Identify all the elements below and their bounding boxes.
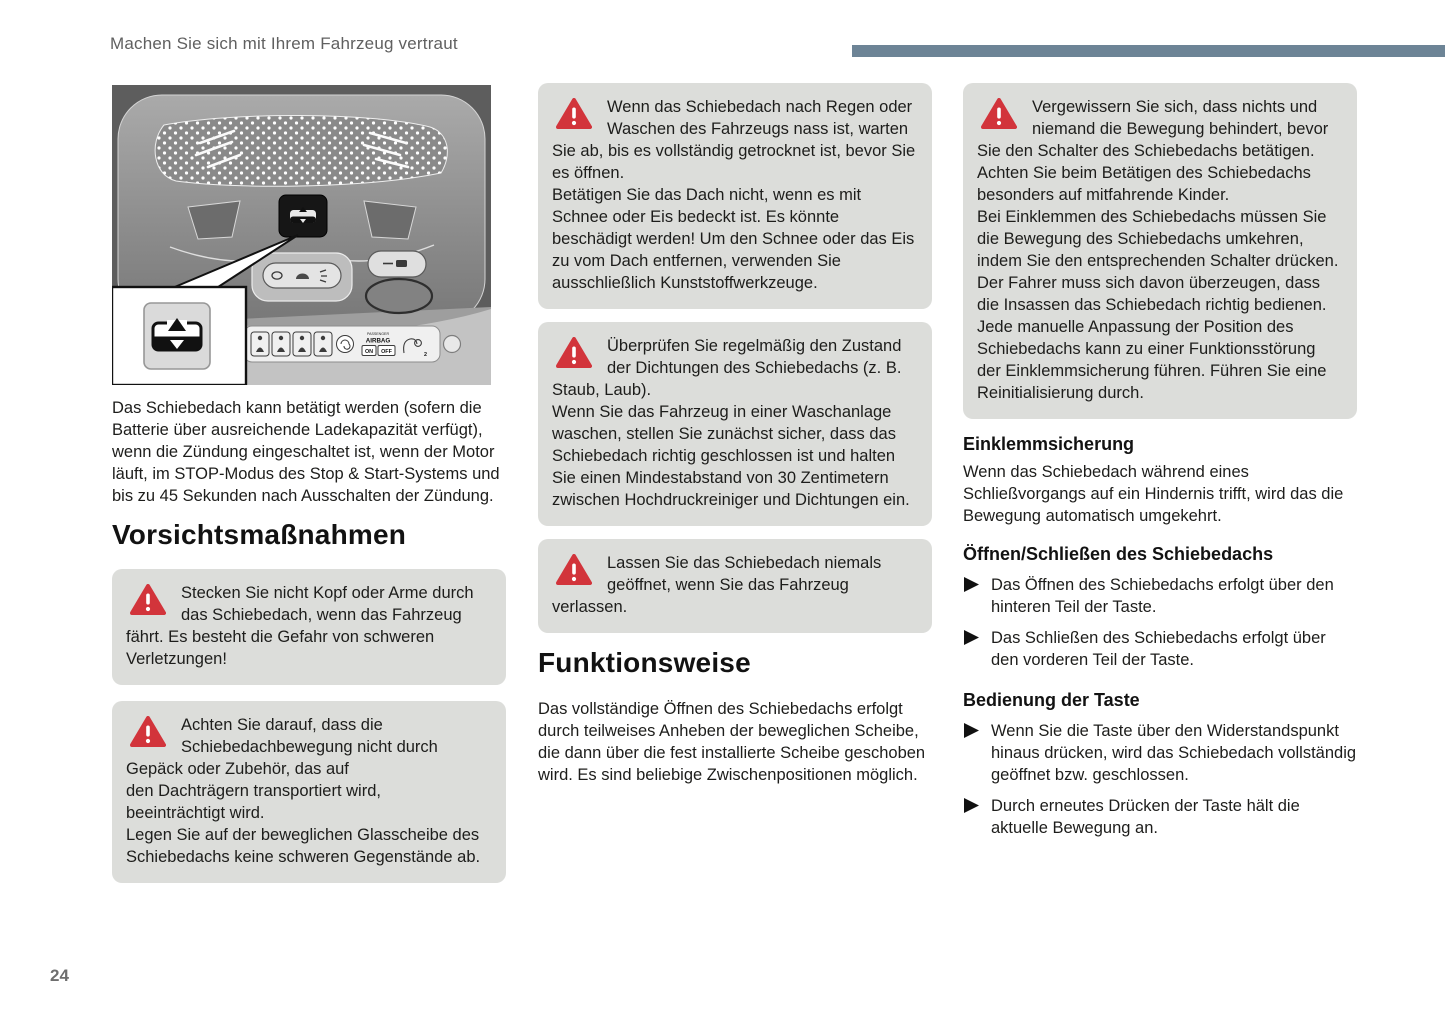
column-right: Vergewissern Sie sich, dass nichts und n… <box>963 83 1357 839</box>
overhead-console-illustration: PASSENGER AIRBAG ON OFF 2 <box>110 85 491 387</box>
running-head: Machen Sie sich mit Ihrem Fahrzeug vertr… <box>110 34 458 53</box>
button-operation-heading: Bedienung der Taste <box>963 690 1140 710</box>
passenger-label: PASSENGER <box>367 332 390 336</box>
left-recess <box>187 200 241 240</box>
strip-knob <box>442 334 462 354</box>
lens-oval <box>364 277 434 315</box>
sunroof-switch <box>278 194 328 238</box>
warning-box: Stecken Sie nicht Kopf oder Arme durch d… <box>112 569 506 685</box>
warning-triangle-icon <box>981 98 1017 129</box>
off-label: OFF <box>381 349 392 355</box>
open-close-heading: Öffnen/Schließen des Schiebedachs <box>963 544 1274 564</box>
warning-box: Achten Sie darauf, dass die Schiebedachb… <box>112 701 506 883</box>
warning-text: Wenn das Schiebedach nach Regen oder Was… <box>552 98 916 292</box>
grille-highlights <box>194 129 410 169</box>
warning-box: Vergewissern Sie sich, dass nichts und n… <box>963 83 1357 419</box>
bullet-arrow-icon <box>963 627 991 671</box>
speaker-grille <box>154 114 448 187</box>
bullet-item: Das Schließen des Schiebedachs erfolgt ü… <box>963 627 1357 671</box>
bullet-arrow-icon <box>963 720 991 786</box>
bullet-text: Das Öffnen des Schiebedachs erfolgt über… <box>991 576 1334 616</box>
warning-triangle-icon <box>556 98 592 129</box>
warning-box: Lassen Sie das Schiebedach niemals geöff… <box>538 539 932 633</box>
svg-text:2: 2 <box>424 352 427 358</box>
passenger-airbag-switch: PASSENGER AIRBAG ON OFF <box>361 332 396 356</box>
bullet-item: Wenn Sie die Taste über den Widerstandsp… <box>963 720 1357 786</box>
airbag-label: AIRBAG <box>366 338 391 345</box>
warning-text: Vergewissern Sie sich, dass nichts und n… <box>977 98 1339 402</box>
bullet-arrow-icon <box>963 574 991 618</box>
anti-pinch-heading: Einklemmsicherung <box>963 434 1135 454</box>
left-intro-paragraph: Das Schiebedach kann betätigt werden (so… <box>112 399 500 505</box>
bullet-item: Durch erneutes Drücken der Taste hält di… <box>963 795 1357 839</box>
bullet-item: Das Öffnen des Schiebedachs erfolgt über… <box>963 574 1357 618</box>
reading-light-button <box>367 250 427 278</box>
key-indicator-icon <box>336 335 354 353</box>
column-left: PASSENGER AIRBAG ON OFF 2 <box>110 85 506 883</box>
indicator-strip: PASSENGER AIRBAG ON OFF 2 <box>243 325 462 363</box>
warning-triangle-icon <box>556 337 592 368</box>
bullet-text: Das Schließen des Schiebedachs erfolgt ü… <box>991 629 1326 669</box>
callout-inset <box>110 285 248 387</box>
airbag-side-icon: 2 <box>403 338 427 358</box>
warning-triangle-icon <box>130 584 166 615</box>
light-symbols <box>271 269 327 283</box>
warning-box: Wenn das Schiebedach nach Regen oder Was… <box>538 83 932 309</box>
warning-text: Lassen Sie das Schiebedach niemals geöff… <box>552 554 882 616</box>
warning-text: Stecken Sie nicht Kopf oder Arme durch d… <box>126 584 474 668</box>
accent-bar <box>852 45 1445 57</box>
warning-triangle-icon <box>556 554 592 585</box>
anti-pinch-paragraph: Wenn das Schiebedach während eines Schli… <box>963 463 1344 525</box>
bullet-arrow-icon <box>963 795 991 839</box>
column-middle: Wenn das Schiebedach nach Regen oder Was… <box>538 83 932 786</box>
overhead-console-figure: PASSENGER AIRBAG ON OFF 2 <box>110 85 491 387</box>
precautions-heading: Vorsichtsmaßnahmen <box>112 519 407 550</box>
on-label: ON <box>365 349 373 355</box>
bullet-text: Durch erneutes Drücken der Taste hält di… <box>991 797 1300 837</box>
warning-triangle-icon <box>130 716 166 747</box>
warning-box: Überprüfen Sie regelmäßig den Zustand de… <box>538 322 932 526</box>
operation-paragraph: Das vollständige Öffnen des Schiebedachs… <box>538 700 926 784</box>
page-number: 24 <box>50 966 69 985</box>
warning-text: Achten Sie darauf, dass die Schiebedachb… <box>126 716 481 866</box>
warning-text: Überprüfen Sie regelmäßig den Zustand de… <box>552 337 910 509</box>
interior-light-cluster <box>251 252 353 302</box>
operation-heading: Funktionsweise <box>538 647 751 678</box>
sunroof-switch-icon <box>151 318 203 352</box>
right-recess <box>363 200 417 240</box>
seatbelt-indicator-icons <box>250 331 333 357</box>
bullet-text: Wenn Sie die Taste über den Widerstandsp… <box>991 722 1357 784</box>
